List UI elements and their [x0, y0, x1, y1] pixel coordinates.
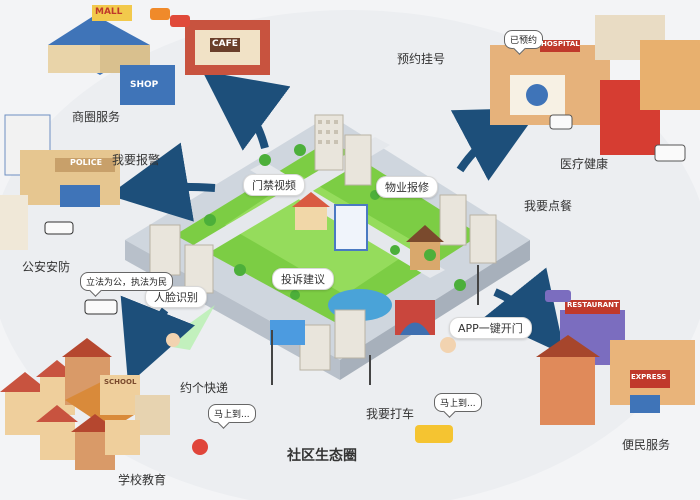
sign-restaurant: RESTAURANT [567, 301, 619, 309]
action-appointment: 预约挂号 [397, 52, 446, 66]
service-label-convenience: 便民服务 [622, 438, 671, 452]
service-label-mall: 商圈服务 [72, 110, 121, 124]
action-courier: 约个快递 [180, 381, 229, 395]
pill-door-video: 门禁视频 [243, 174, 305, 196]
resident-figure [440, 337, 456, 353]
action-order-food: 我要点餐 [524, 199, 573, 213]
pill-complaint: 投诉建议 [272, 268, 334, 290]
bubble-hospital: 已预约 [504, 30, 544, 49]
bubble-police: 立法为公，执法为民 [80, 272, 174, 291]
mall-buildings [48, 5, 270, 105]
camera-user-figure [166, 333, 180, 347]
school-buildings [0, 338, 170, 470]
service-label-police: 公安安防 [22, 260, 71, 274]
courier-scooter [192, 439, 208, 455]
sign-express: EXPRESS [631, 373, 667, 381]
community-platform [125, 114, 530, 385]
bubble-courier: 马上到... [208, 404, 256, 423]
arrow-to-convenience [483, 267, 565, 355]
arrow-to-police [108, 142, 216, 222]
service-label-hospital: 医疗健康 [560, 157, 609, 171]
convenience-buildings [536, 290, 695, 425]
sign-mall: MALL [95, 7, 123, 17]
arrow-to-school [120, 295, 195, 385]
taxi [415, 425, 453, 443]
pill-face-recognition: 人脸识别 [145, 286, 207, 308]
diagram-title: 社区生态圈 [287, 448, 357, 464]
arrow-to-hospital [450, 107, 541, 181]
police-buildings [0, 114, 120, 315]
pill-property-repair: 物业报修 [376, 176, 438, 198]
arrow-to-mall [202, 70, 291, 151]
action-taxi: 我要打车 [366, 407, 415, 421]
pill-app-unlock: APP一键开门 [449, 317, 532, 339]
service-label-school: 学校教育 [118, 473, 167, 487]
bubble-taxi: 马上到... [434, 393, 482, 412]
sign-shop: SHOP [130, 80, 159, 90]
sign-school: SCHOOL [104, 378, 137, 386]
hospital-buildings [490, 15, 700, 162]
sign-police: POLICE [70, 158, 103, 167]
action-police-call: 我要报警 [112, 153, 161, 167]
sign-hospital: HOSPITAL [541, 40, 580, 48]
sign-cafe: CAFE [212, 39, 238, 49]
